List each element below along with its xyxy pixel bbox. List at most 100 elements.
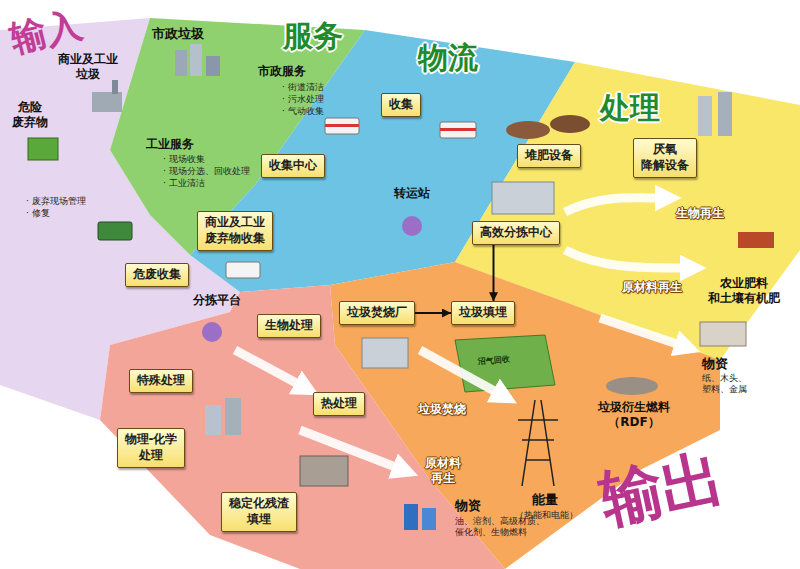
truck-icons xyxy=(98,118,476,278)
service-heading: 市政服务 xyxy=(258,64,306,79)
building xyxy=(190,44,202,76)
text-line: 催化剂、生物燃料 xyxy=(455,527,545,538)
heap xyxy=(550,115,590,133)
text-line: 能量 xyxy=(532,492,558,508)
output-label: 农业肥料 和土壤有机肥 xyxy=(708,276,780,306)
text-line: · 现场收集 xyxy=(163,154,205,165)
box-text: 厌氧 降解设备 xyxy=(641,142,689,173)
text-line: 降解设备 xyxy=(641,158,689,174)
output-label: 能量 xyxy=(532,492,558,508)
box-text: 垃圾焚烧厂 xyxy=(347,305,407,321)
flow-arrow xyxy=(600,318,680,345)
text-line: 农业肥料 xyxy=(708,276,780,291)
digester-tanks xyxy=(698,92,732,136)
process-box: 生物处理 xyxy=(257,314,321,338)
hazard-cube xyxy=(28,138,58,160)
box-text: 危废收集 xyxy=(133,267,181,283)
text-line: 分拣平台 xyxy=(193,293,241,308)
flow-label: 原材料 再生 xyxy=(425,456,461,486)
service-item: · 废弃现场管理 xyxy=(26,196,86,207)
text-line: 商业及工业 xyxy=(205,215,265,231)
text-line: 纸、木头、 xyxy=(702,373,747,384)
text-line: 原材料再生 xyxy=(622,280,682,295)
text-line: · 现场分选、回收处理 xyxy=(163,166,250,177)
text-line: 市政垃圾 xyxy=(152,26,204,42)
text-line: 处理 xyxy=(125,448,178,464)
process-box: 特殊处理 xyxy=(129,369,193,393)
text-line: 收集 xyxy=(389,97,413,113)
text-line: 危废收集 xyxy=(133,267,181,283)
text-line: 生物再生 xyxy=(676,206,724,221)
material-flows xyxy=(235,198,685,468)
power-pylon xyxy=(518,400,558,486)
text-line: 高效分拣中心 xyxy=(480,225,552,241)
flow-label: 原材料再生 xyxy=(622,280,682,295)
text-line: 稳定化残渣 xyxy=(229,496,289,512)
process-box: 堆肥设备 xyxy=(517,144,581,168)
truck xyxy=(325,118,359,134)
facility-label: 转运站 xyxy=(394,186,430,201)
process-box: 垃圾填埋 xyxy=(451,301,515,325)
compost-heaps xyxy=(506,115,590,139)
text-line: 服务 xyxy=(283,18,343,54)
output-detail: 纸、木头、 塑料、金属 xyxy=(702,373,747,396)
truck xyxy=(440,122,476,138)
section-title: 物流 xyxy=(418,40,478,76)
output-label: 垃圾衍生燃料 （RDF） xyxy=(598,400,670,430)
text-line: 热处理 xyxy=(321,396,357,412)
treatment-region xyxy=(455,62,800,360)
text-line: 处理 xyxy=(600,90,660,126)
barrel xyxy=(422,508,436,530)
landfill-site xyxy=(455,335,555,392)
source-label: 商业及工业 垃圾 xyxy=(58,52,118,82)
process-box: 稳定化残渣 填埋 xyxy=(221,492,297,531)
text-line: 原材料 xyxy=(425,456,461,471)
text-line: 特殊处理 xyxy=(137,373,185,389)
box-text: 稳定化残渣 填埋 xyxy=(229,496,289,527)
tank xyxy=(718,92,732,136)
pylon-leg xyxy=(541,400,554,486)
box-text: 高效分拣中心 xyxy=(480,225,552,241)
text-line: 转运站 xyxy=(394,186,430,201)
site-label: 沼气回收 xyxy=(478,355,511,367)
text-line: 物资 xyxy=(702,356,728,372)
truck xyxy=(226,262,260,278)
text-line: 垃圾 xyxy=(58,67,118,82)
process-box: 垃圾焚烧厂 xyxy=(339,301,415,325)
box-text: 垃圾填埋 xyxy=(459,305,507,321)
flow-arrow xyxy=(235,350,300,385)
hazard-icon xyxy=(28,138,58,160)
flow-label: 生物再生 xyxy=(676,206,724,221)
section-title: 服务 xyxy=(283,18,343,54)
sorting-platform-icon xyxy=(202,322,222,342)
truck xyxy=(440,128,476,131)
output-detail: （热能和电能） xyxy=(515,510,578,521)
text-line: 物理-化学 xyxy=(125,432,178,448)
box-text: 商业及工业 废弃物收集 xyxy=(205,215,265,246)
output-label: 物资 xyxy=(702,356,728,372)
text-line: · 街道清洁 xyxy=(282,82,324,93)
service-item: · 街道清洁 xyxy=(282,82,324,93)
text-line: 危险 xyxy=(12,100,48,115)
service-heading: 工业服务 xyxy=(146,137,194,152)
text-line: 和土壤有机肥 xyxy=(708,291,780,306)
incinerator-building xyxy=(362,338,408,368)
box-text: 物理-化学 处理 xyxy=(125,432,178,463)
text-line: 垃圾衍生燃料 xyxy=(598,400,670,415)
text-line: 厌氧 xyxy=(641,142,689,158)
truck-stripe xyxy=(325,124,359,127)
building xyxy=(175,50,187,76)
text-line: 输出 xyxy=(594,440,731,539)
box-text: 特殊处理 xyxy=(137,373,185,389)
rdf-pile xyxy=(606,377,658,395)
service-item: · 污水处理 xyxy=(282,94,324,105)
special-treatment-region xyxy=(100,285,505,569)
flow-label: 垃圾焚烧 xyxy=(418,402,466,417)
text-line: 物流 xyxy=(418,40,478,76)
text-line: （RDF） xyxy=(598,415,670,430)
flow-arrow xyxy=(300,430,398,468)
city-icon xyxy=(175,44,220,76)
factory-icon xyxy=(92,80,122,112)
